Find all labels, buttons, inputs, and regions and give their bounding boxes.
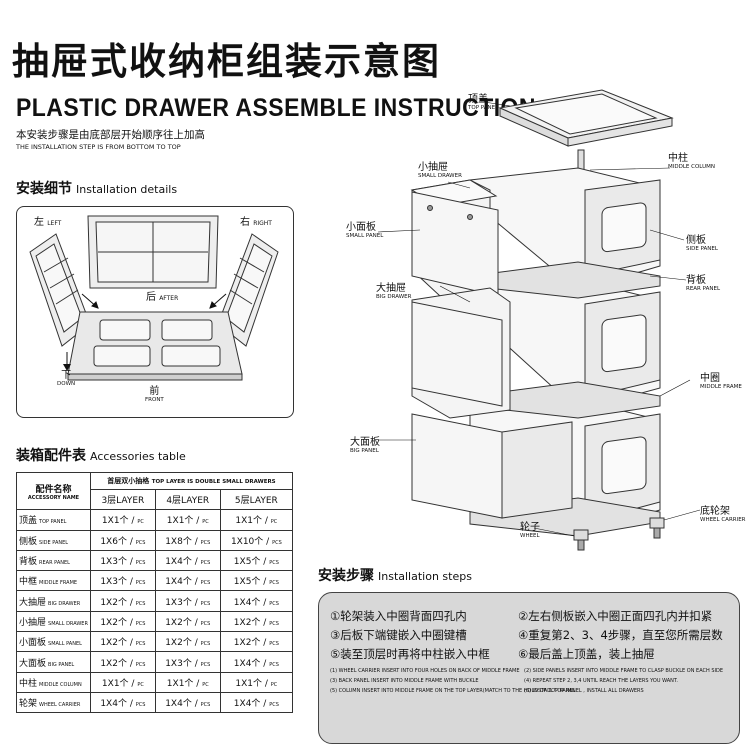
qty-3-layer: 1X4个 / PCS (89, 691, 156, 714)
col-3-layer: 3层LAYER (89, 488, 156, 511)
qty-5-layer: 1X2个 / PCS (219, 610, 294, 633)
step-1: ①轮架装入中圈背面四孔内 (330, 609, 467, 623)
step-2: ②左右侧板嵌入中圈正面四孔内并扣紧 (518, 609, 713, 623)
step-2-en: (2) SIDE PANELS INSERT INTO MIDDLE FRAME… (524, 668, 724, 674)
qty-3-layer: 1X3个 / PCS (89, 570, 156, 592)
qty-5-layer: 1X2个 / PCS (219, 631, 294, 653)
qty-5-layer: 1X1个 / PC (219, 509, 294, 531)
label-right: 右 RIGHT (240, 217, 272, 228)
step-6: ⑥最后盖上顶盖，装上抽屉 (518, 647, 655, 661)
label-after: 后 AFTER (146, 292, 179, 303)
qty-5-layer: 1X4个 / PCS (219, 590, 294, 612)
step-4-en: (4) REPEAT STEP 2, 3,4 UNTIL REACH THE L… (524, 678, 678, 684)
step-3-en: (3) BACK PANEL INSERT INTO MIDDLE FRAME … (330, 678, 479, 684)
down-arrow-icon (63, 352, 71, 371)
qty-4-layer: 1X2个 / PCS (154, 631, 221, 653)
qty-4-layer: 1X2个 / PCS (154, 610, 221, 633)
details-illustration (29, 215, 279, 381)
qty-5-layer: 1X1个 / PC (219, 671, 294, 693)
page-title-cn: 抽屉式收纳柜组装示意图 (12, 40, 441, 83)
qty-3-layer: 1X1个 / PC (89, 671, 156, 693)
qty-5-layer: 1X10个 / PCS (219, 529, 294, 551)
qty-3-layer: 1X3个 / PCS (89, 549, 156, 572)
qty-4-layer: 1X4个 / PCS (154, 570, 221, 592)
qty-3-layer: 1X2个 / PCS (89, 610, 156, 633)
step-4: ④重复第2、3、4步骤，直至您所需层数 (518, 628, 723, 642)
qty-4-layer: 1X1个 / PC (154, 671, 221, 693)
step-5: ⑤装至顶层时再将中柱嵌入中框 (330, 647, 490, 661)
qty-5-layer: 1X4个 / PCS (219, 651, 294, 673)
qty-3-layer: 1X2个 / PCS (89, 651, 156, 673)
details-frame (16, 206, 294, 418)
subtitle-en: THE INSTALLATION STEP IS FROM BOTTOM TO … (16, 143, 181, 151)
qty-3-layer: 1X6个 / PCS (89, 529, 156, 551)
col-4-layer: 4层LAYER (154, 488, 221, 511)
page-title-en: PLASTIC DRAWER ASSEMBLE INSTRUCTION (16, 94, 536, 122)
subtitle-cn: 本安装步骤是由底部层开始顺序往上加高 (16, 129, 205, 141)
qty-5-layer: 1X5个 / PCS (219, 570, 294, 592)
qty-4-layer: 1X1个 / PC (154, 509, 221, 531)
qty-4-layer: 1X3个 / PCS (154, 651, 221, 673)
qty-4-layer: 1X4个 / PCS (154, 549, 221, 572)
qty-4-layer: 1X3个 / PCS (154, 590, 221, 612)
step-1-en: (1) WHEEL CARRIER INSERT INTO FOUR HOLES… (330, 668, 520, 674)
col-5-layer: 5层LAYER (219, 488, 294, 511)
qty-4-layer: 1X4个 / PCS (154, 691, 221, 714)
exploded-diagram (377, 89, 701, 551)
qty-4-layer: 1X8个 / PCS (154, 529, 221, 551)
top-note-header: 首层双小抽格 TOP LAYER IS DOUBLE SMALL DRAWERS (89, 472, 294, 490)
qty-3-layer: 1X1个 / PC (89, 509, 156, 531)
label-left: 左 LEFT (34, 217, 62, 228)
qty-5-layer: 1X5个 / PCS (219, 549, 294, 572)
step-3: ③后板下端键嵌入中圈键槽 (330, 628, 467, 642)
step-6-en: (6) INSTALL TOP PANEL , INSTALL ALL DRAW… (524, 688, 644, 694)
qty-3-layer: 1X2个 / PCS (89, 590, 156, 612)
steps-box (318, 592, 740, 744)
qty-5-layer: 1X4个 / PCS (219, 691, 294, 714)
table-layer-row: 3层LAYER 4层LAYER 5层LAYER (17, 488, 294, 511)
step-5-en: (5) COLUMN INSERT INTO MIDDLE FRAME ON T… (330, 688, 576, 694)
qty-3-layer: 1X2个 / PCS (89, 631, 156, 653)
